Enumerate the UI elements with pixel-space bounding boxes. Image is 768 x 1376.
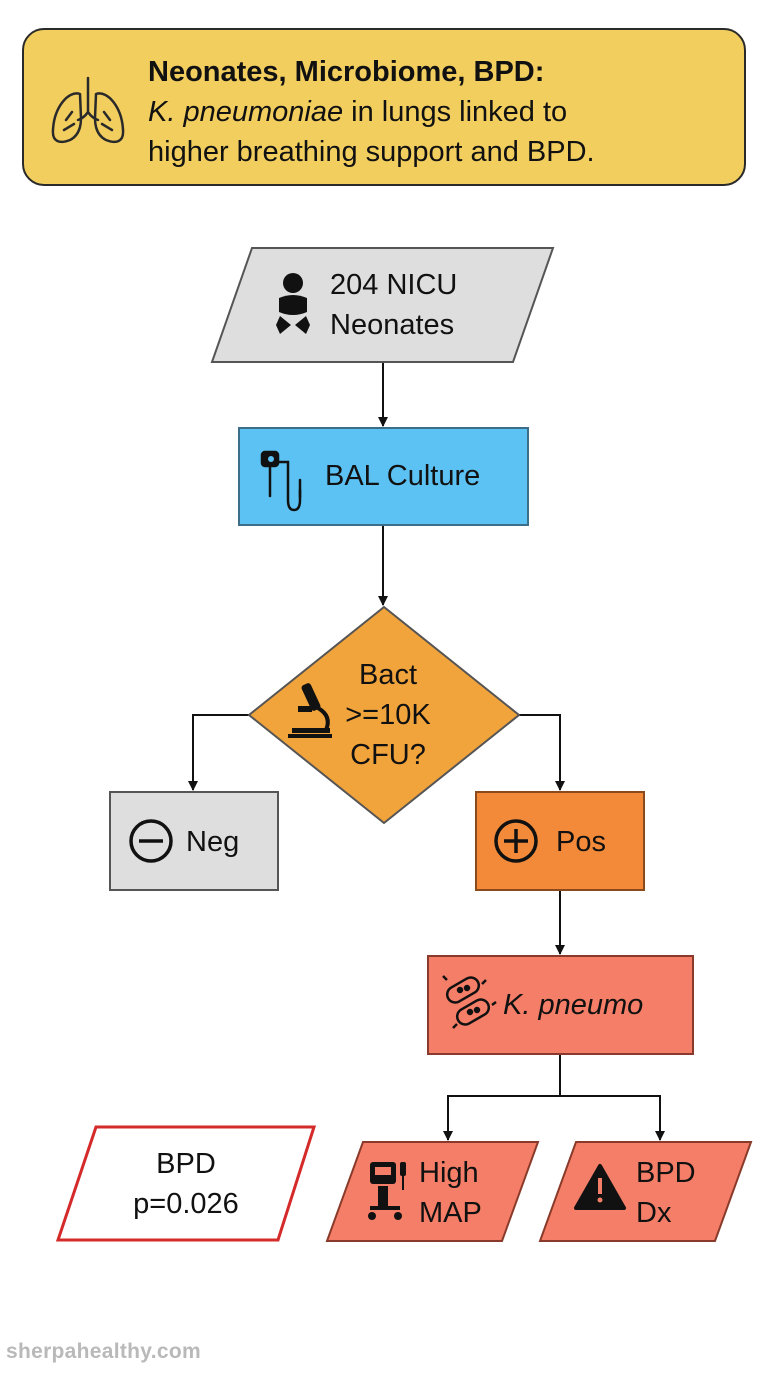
connector-kpneumo-bpddx [560, 1095, 665, 1141]
pvalue-node [55, 1125, 317, 1242]
bpddx-label-line-2: Dx [636, 1197, 672, 1229]
decision-label-line-1: Bact [358, 659, 418, 691]
ventilator-icon [368, 1162, 406, 1220]
pos-label: Pos [556, 826, 606, 858]
connector-decision-neg [188, 714, 249, 791]
lungs-icon [51, 76, 125, 144]
minus-circle-icon [129, 819, 173, 863]
watermark: sherpahealthy.com [6, 1340, 201, 1363]
bal-label: BAL Culture [325, 460, 481, 492]
highmap-label-line-2: MAP [419, 1197, 482, 1229]
cohort-label: 204 NICU Neonates [330, 265, 457, 345]
header-line-3: higher breathing support and BPD. [148, 136, 595, 168]
header-line-2-rest: in lungs linked to [343, 96, 568, 128]
kpneumo-label: K. pneumo [503, 989, 644, 1021]
connector-decision-pos [519, 714, 565, 791]
cohort-label-line-2: Neonates [330, 309, 455, 341]
cohort-label-line-1: 204 NICU [330, 269, 458, 301]
neg-node [109, 791, 279, 891]
neg-label: Neg [186, 826, 240, 858]
header-title: Neonates, Microbiome, BPD: [148, 56, 545, 88]
pvalue-label-line-2: p=0.026 [133, 1188, 239, 1220]
plus-circle-icon [494, 819, 538, 863]
decision-label-line-3: CFU? [350, 739, 426, 771]
pvalue-label-line-1: BPD [156, 1148, 216, 1180]
highmap-label: High MAP [419, 1153, 482, 1233]
bpddx-label-line-1: BPD [636, 1157, 696, 1189]
bpddx-label: BPD Dx [636, 1153, 696, 1233]
decision-label-line-2: >=10K [345, 699, 431, 731]
bronchoscope-icon [260, 450, 302, 512]
kpneumo-node [427, 955, 694, 1055]
header-organism: K. pneumoniae [148, 96, 344, 128]
warning-icon [574, 1164, 626, 1210]
decision-label: Bact >=10K CFU? [326, 655, 450, 775]
highmap-label-line-1: High [419, 1157, 479, 1189]
header-text: Neonates, Microbiome, BPD: K. pneumoniae… [148, 52, 732, 172]
decision-node [247, 605, 521, 825]
baby-icon [276, 273, 310, 334]
header-line-2: K. pneumoniae in lungs linked to [148, 92, 732, 132]
pvalue-label: BPD p=0.026 [110, 1144, 262, 1224]
bpddx-node [538, 1141, 753, 1242]
connector-kpneumo-split [443, 1054, 561, 1141]
microscope-icon [288, 683, 332, 738]
header-banner: Neonates, Microbiome, BPD: K. pneumoniae… [22, 28, 746, 186]
bacteria-icon [442, 975, 497, 1029]
